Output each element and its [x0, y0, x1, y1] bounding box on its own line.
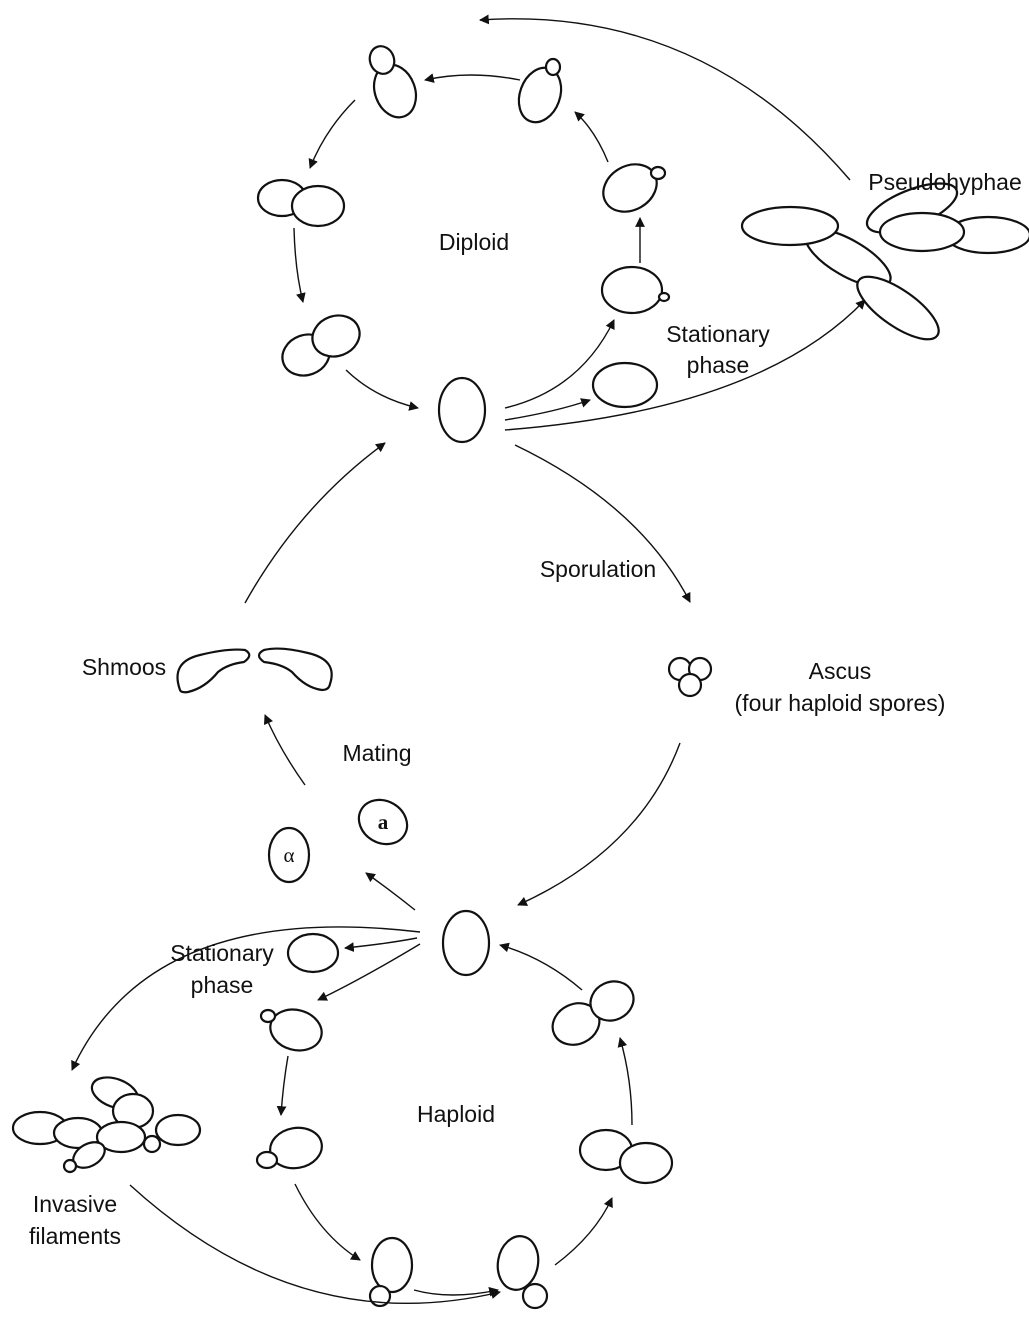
a-symbol: a [378, 810, 389, 834]
haploid-stationary-cell [286, 932, 340, 974]
diploid-label: Diploid [439, 229, 509, 255]
haploid-budding-cell-bottom-left [368, 1236, 414, 1308]
shmoo-right [257, 647, 333, 692]
diploid-budding-cell-right-lower [600, 265, 671, 315]
alpha-symbol: α [283, 843, 294, 867]
diploid-dividing-cell-lower-left [281, 314, 361, 377]
haploid-budding-cell-upper-left [259, 1008, 323, 1052]
haploid-arrows [71, 714, 633, 1305]
stationary-phase-top-line1: Stationary [666, 321, 770, 347]
invasive-filaments-line1: Invasive [33, 1191, 117, 1217]
haploid-dividing-cell-lower-right [578, 1128, 674, 1185]
invasive-filaments-cluster [11, 1076, 202, 1174]
ascus-label-line2: (four haploid spores) [735, 690, 946, 716]
diploid-cell-center [437, 376, 487, 444]
invasive-filaments-line2: filaments [29, 1223, 121, 1249]
diploid-stationary-cell [591, 361, 659, 409]
haploid-budding-cell-lower-left [255, 1126, 323, 1170]
shmoo-left [176, 648, 251, 694]
shmoos-label: Shmoos [82, 654, 166, 680]
labels: Diploid Haploid Pseudohyphae Stationary … [29, 169, 1022, 1249]
diploid-dividing-cell-left [256, 178, 346, 228]
pseudohyphae-cluster [740, 182, 1029, 341]
haploid-label: Haploid [417, 1101, 495, 1127]
diploid-budding-cell-right-upper [602, 163, 667, 213]
diploid-budding-cell-top-right [517, 57, 563, 124]
stationary-phase-top-line2: phase [687, 352, 750, 378]
diploid-arrows [244, 14, 866, 604]
haploid-dividing-cell-upper-right [551, 980, 635, 1046]
shmoos-pair [176, 647, 333, 694]
diploid-budding-cell-top-left [368, 45, 418, 119]
haploid-cycle [255, 909, 674, 1310]
haploid-budding-cell-bottom-right [496, 1235, 549, 1310]
stationary-phase-bottom-line1: Stationary [170, 940, 274, 966]
haploid-cell-center [441, 909, 491, 977]
diploid-cycle [256, 45, 671, 444]
stationary-phase-bottom-line2: phase [191, 972, 254, 998]
a-cell [357, 798, 409, 846]
ascus-label-line1: Ascus [809, 658, 872, 684]
ascus-spores [667, 656, 713, 698]
alpha-cell [267, 826, 311, 884]
mating-label: Mating [342, 740, 411, 766]
sporulation-label: Sporulation [540, 556, 656, 582]
pseudohyphae-label: Pseudohyphae [868, 169, 1021, 195]
